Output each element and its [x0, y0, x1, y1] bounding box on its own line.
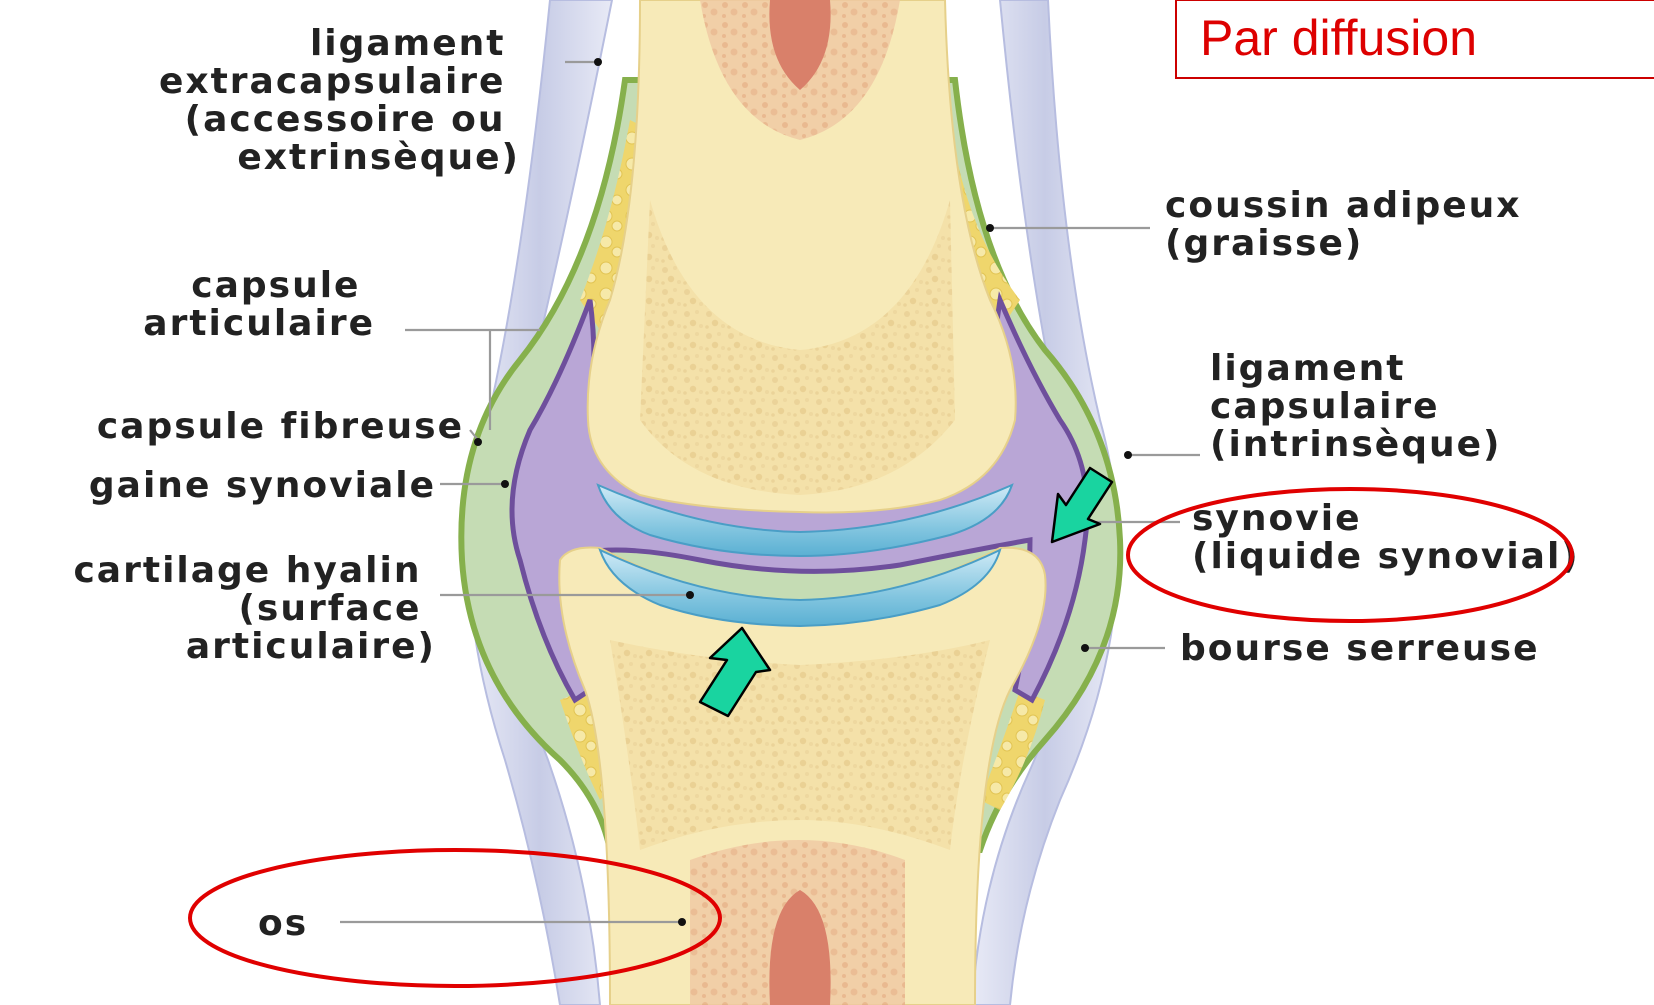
- dot-coussin-adipeux: [986, 224, 994, 232]
- label-line: (surface: [238, 588, 421, 629]
- label-line: (graisse): [1165, 223, 1363, 264]
- dot-ligament-capsulaire: [1124, 451, 1132, 459]
- label-ligament-capsulaire: ligament capsulaire (intrinsèque): [1210, 348, 1501, 465]
- label-synovie: synovie (liquide synovial): [1192, 498, 1580, 577]
- page-title: Par diffusion: [1200, 10, 1477, 66]
- label-line: (liquide synovial): [1192, 536, 1580, 577]
- label-line: ligament: [310, 23, 506, 64]
- dot-ligament-extracapsulaire: [594, 58, 602, 66]
- dot-gaine-synoviale: [501, 480, 509, 488]
- label-line: extracapsulaire: [159, 61, 506, 102]
- label-line: coussin adipeux: [1165, 185, 1522, 226]
- label-line: (accessoire ou: [185, 99, 506, 140]
- dot-os: [678, 918, 686, 926]
- label-line: articulaire: [143, 303, 375, 344]
- label-line: (intrinsèque): [1210, 424, 1501, 465]
- label-os: os: [258, 903, 308, 944]
- label-bourse-serreuse: bourse serreuse: [1180, 628, 1540, 669]
- label-gaine-synoviale: gaine synoviale: [89, 465, 436, 506]
- label-line: capsulaire: [1210, 386, 1440, 427]
- label-cartilage-hyalin: cartilage hyalin (surface articulaire): [73, 550, 436, 667]
- label-coussin-adipeux: coussin adipeux (graisse): [1165, 185, 1536, 264]
- dot-capsule-fibreuse: [474, 438, 482, 446]
- label-line: capsule: [191, 265, 360, 306]
- label-line: articulaire): [186, 626, 436, 667]
- label-ligament-extracapsulaire: ligament extracapsulaire (accessoire ou …: [159, 23, 520, 178]
- dot-cartilage-hyalin: [686, 591, 694, 599]
- lower-spongy-bone: [610, 640, 990, 850]
- label-capsule-articulaire: capsule articulaire: [143, 265, 375, 344]
- label-line: synovie: [1192, 498, 1361, 539]
- label-line: extrinsèque): [237, 137, 520, 178]
- label-line: cartilage hyalin: [73, 550, 421, 591]
- label-capsule-fibreuse: capsule fibreuse: [97, 406, 464, 447]
- dot-bourse-serreuse: [1081, 644, 1089, 652]
- label-line: ligament: [1210, 348, 1406, 389]
